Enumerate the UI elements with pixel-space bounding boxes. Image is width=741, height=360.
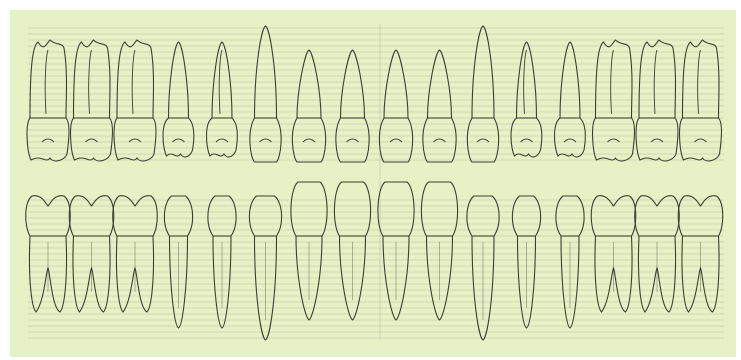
dental-chart bbox=[10, 10, 736, 357]
dental-chart-svg bbox=[10, 10, 736, 357]
